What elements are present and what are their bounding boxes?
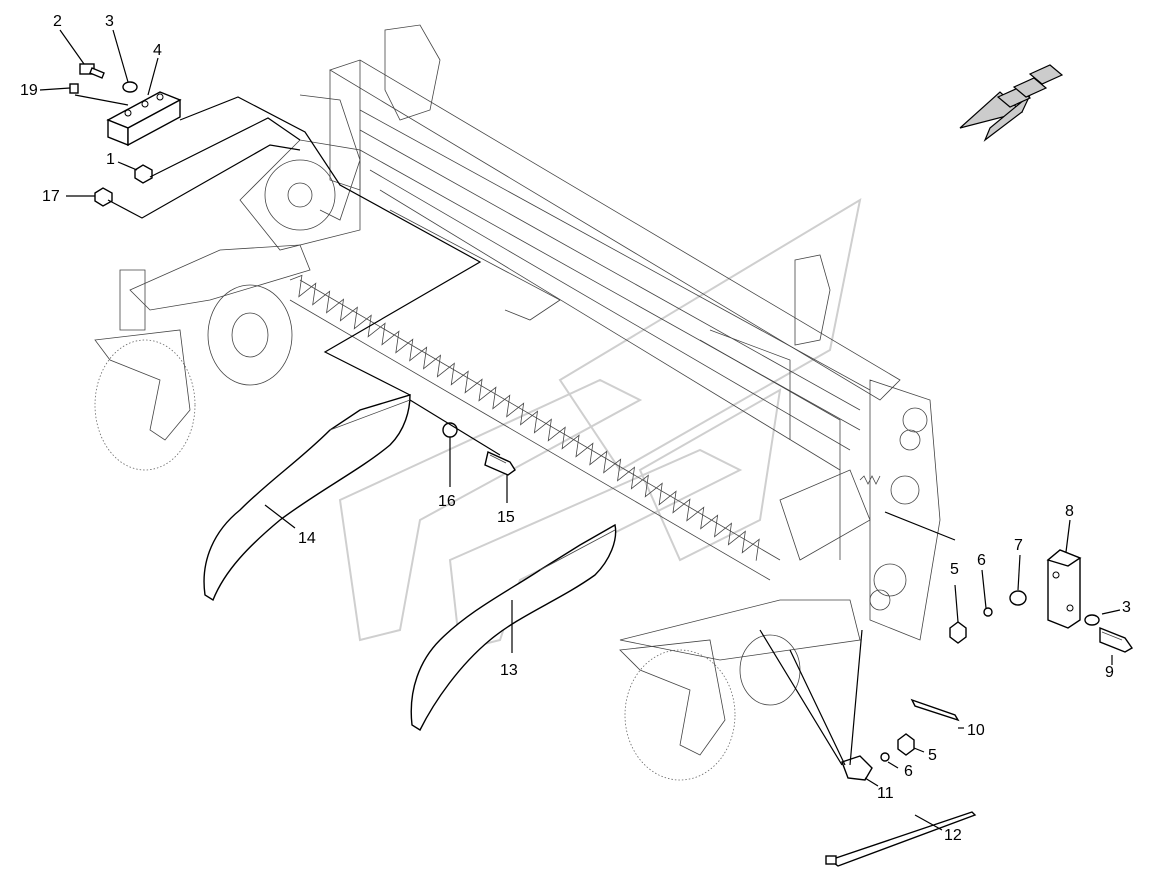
callout-9: 9: [1105, 664, 1114, 681]
right-wheel: [619, 634, 801, 781]
rotor-tines: [289, 274, 781, 581]
part-4-block: [106, 91, 182, 147]
callout-13: 13: [500, 662, 518, 679]
direction-arrow-icon: [959, 64, 1064, 142]
callout-15: 15: [497, 509, 515, 526]
callout-2: 2: [53, 13, 62, 30]
callout-7: 7: [1014, 537, 1023, 554]
callout-labels: 2 3 4 19 1 17 16 15 14 13 5 6 7 8 3 9 10…: [20, 13, 1131, 844]
callout-3-right: 3: [1122, 599, 1131, 616]
part-7-spring: [1009, 590, 1027, 606]
part-6-washer-lower: [880, 752, 890, 762]
callout-14: 14: [298, 530, 316, 547]
watermark-logo: [338, 197, 862, 652]
callout-8: 8: [1065, 503, 1074, 520]
part-1-nut: [134, 164, 153, 184]
callout-1: 1: [106, 151, 115, 168]
part-8-bracket: [1046, 549, 1082, 629]
part-2-bolt: [79, 63, 105, 79]
callout-11: 11: [877, 785, 894, 802]
callout-5-lower: 5: [928, 747, 937, 764]
part-12-cable-tie: [825, 811, 977, 867]
callout-19: 19: [20, 82, 38, 99]
part-3-washer-right: [1084, 614, 1100, 626]
part-17-nut: [94, 187, 113, 207]
part-5-nut-right: [949, 621, 967, 644]
part-6-washer-right: [983, 607, 993, 617]
part-15-bolt: [484, 451, 516, 476]
callout-16: 16: [438, 493, 456, 510]
callout-4: 4: [153, 42, 162, 59]
callout-5-right: 5: [950, 561, 959, 578]
part-14-guide-plate: [203, 394, 411, 602]
part-10-pin: [910, 698, 960, 722]
machine-frame: [119, 24, 941, 661]
part-11-grease-fitting: [841, 755, 873, 781]
part-13-guide-plate: [410, 523, 617, 732]
callout-6-right: 6: [977, 552, 986, 569]
callout-17: 17: [42, 188, 60, 205]
part-19-nipple: [69, 83, 79, 94]
left-wheel: [94, 284, 293, 471]
callout-6-lower: 6: [904, 763, 913, 780]
part-5-nut-lower: [897, 733, 915, 756]
callout-10: 10: [967, 722, 985, 739]
part-9-bolt: [1099, 626, 1134, 653]
callout-3-top: 3: [105, 13, 114, 30]
part-3-washer: [122, 81, 138, 93]
callout-12: 12: [944, 827, 962, 844]
spring-6-on-machine: [859, 475, 881, 485]
leader-lines: [39, 29, 1121, 831]
